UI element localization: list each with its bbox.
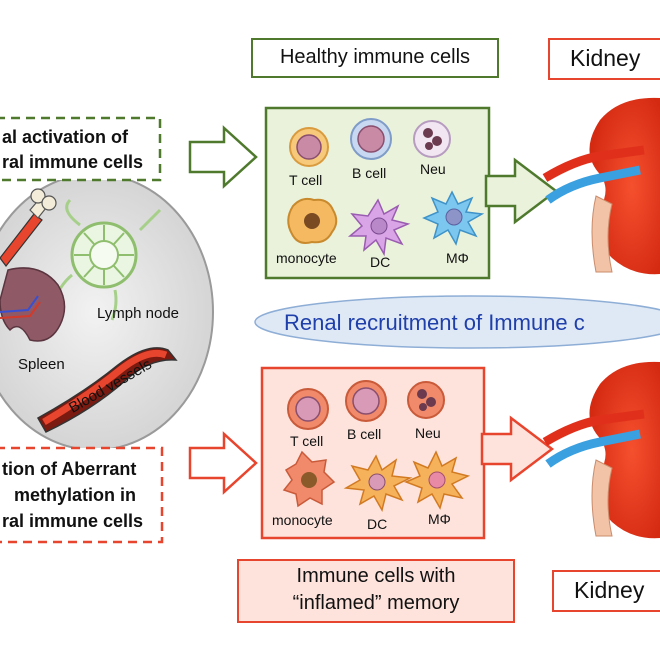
arrow-top-left: [188, 125, 258, 189]
left-bottom-label-line1: tion of Aberrant: [2, 459, 137, 479]
arrow-to-kidney-top: [484, 157, 559, 225]
neu-inflamed-label: Neu: [415, 425, 441, 441]
t-cell-inflamed-icon: [287, 388, 329, 430]
kidney-bottom-icon: [542, 361, 660, 539]
inflamed-title-line2: “inflamed” memory: [292, 592, 460, 614]
healthy-title-box: [251, 38, 499, 78]
left-bottom-dashed-box: [0, 446, 164, 544]
macrophage-inflamed-label: MΦ: [428, 511, 451, 527]
t-cell-healthy-label: T cell: [289, 172, 323, 188]
monocyte-healthy-label: monocyte: [276, 250, 337, 266]
left-bottom-label-line3: ral immune cells: [2, 511, 144, 531]
spleen-label: Spleen: [18, 356, 65, 373]
neu-healthy-icon: [413, 120, 451, 158]
lymph-node-label: Lymph node: [97, 305, 180, 322]
recruitment-banner: [254, 295, 660, 349]
b-cell-healthy-label: B cell: [352, 165, 387, 181]
recruitment-banner-text: Renal recruitment of Immune c: [284, 310, 585, 335]
arrow-bottom-left: [188, 431, 258, 495]
monocyte-healthy-icon: [287, 197, 338, 244]
kidney-bottom-label: Kidney: [574, 577, 645, 603]
kidney-top-label-box: [548, 38, 660, 80]
left-top-dashed-box: [0, 116, 162, 182]
monocyte-inflamed-icon: [282, 450, 336, 508]
kidney-top-icon: [542, 97, 660, 275]
kidney-top-label: Kidney: [570, 45, 641, 71]
healthy-title: Healthy immune cells: [279, 46, 471, 68]
t-cell-inflamed-label: T cell: [290, 433, 324, 449]
t-cell-healthy-icon: [289, 127, 329, 167]
neu-healthy-label: Neu: [420, 161, 446, 177]
dc-healthy-icon: [347, 198, 411, 257]
macrophage-healthy-icon: [422, 190, 485, 246]
b-cell-inflamed-label: B cell: [347, 426, 382, 442]
inflamed-title-box: [237, 559, 515, 623]
dc-healthy-label: DC: [370, 254, 391, 270]
dc-inflamed-label: DC: [367, 516, 388, 532]
spleen-icon: [0, 267, 66, 342]
macrophage-inflamed-icon: [403, 450, 471, 510]
kidney-bottom-label-box: [552, 570, 660, 612]
inflamed-title-line1: Immune cells with: [296, 565, 456, 587]
macrophage-healthy-label: MΦ: [446, 250, 469, 266]
left-top-label-line1: al activation of: [2, 127, 129, 147]
bone-icon: [0, 188, 57, 267]
monocyte-inflamed-label: monocyte: [272, 512, 333, 528]
b-cell-healthy-icon: [350, 118, 392, 160]
b-cell-inflamed-icon: [345, 380, 387, 422]
left-top-label-line2: ral immune cells: [2, 152, 144, 172]
neu-inflamed-icon: [407, 381, 445, 419]
blood-vessel-icon: [36, 347, 178, 433]
left-bottom-label-line2: methylation in: [14, 485, 137, 505]
lymph-node-icon: [53, 198, 162, 321]
arrow-to-kidney-bottom: [480, 415, 555, 483]
dc-inflamed-icon: [343, 454, 413, 512]
